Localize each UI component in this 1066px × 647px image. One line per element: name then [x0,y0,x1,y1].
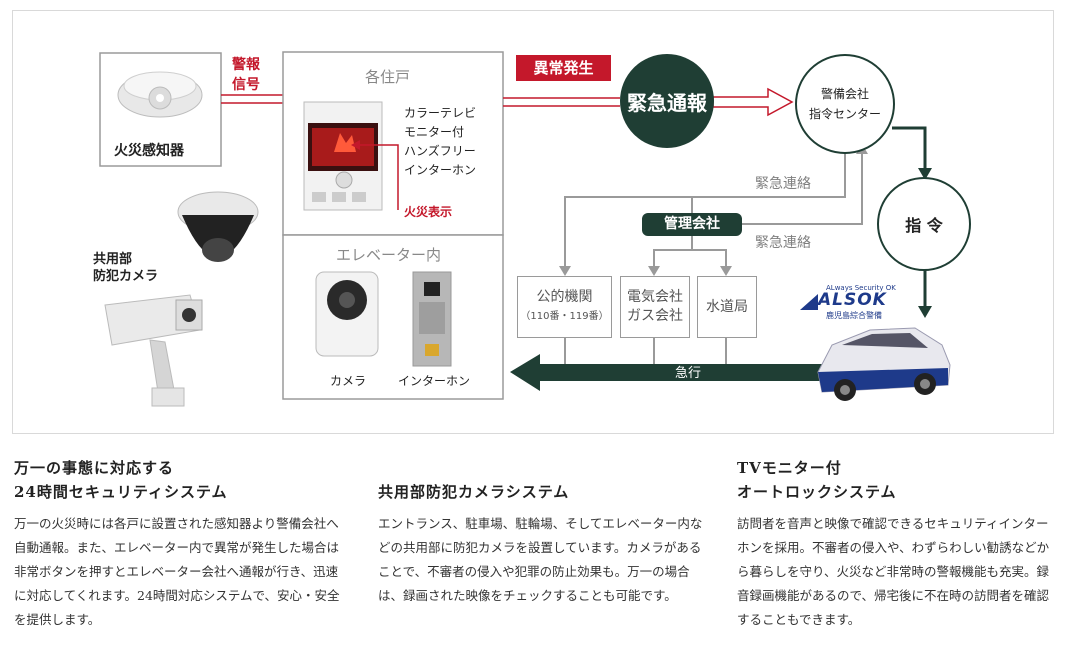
utility-label-1: 電気会社 [627,289,683,305]
rush-arrow [510,354,830,391]
emergency-contact-line-1 [564,145,846,271]
water-arrowhead [720,266,732,276]
fire-detector-label: 火災感知器 [114,143,184,159]
intercom-monitor-icon [303,101,383,211]
camera-label: カメラ [330,374,367,388]
section-3-title-line-2: オートロックシステム [737,483,897,501]
water-box: 水道局 [697,276,757,338]
management-company-pill: 管理会社 [642,213,742,236]
emergency-contact-label-1: 緊急連絡 [755,176,811,192]
utility-arrowhead [648,266,660,276]
fire-display-label: 火災表示 [404,205,453,219]
public-agency-box: 公的機関 （110番・119番） [517,276,612,338]
emergency-contact-label-2: 緊急連絡 [755,235,811,251]
elevator-intercom-icon [412,271,452,367]
intercom-desc-line-1: カラーテレビ [404,106,477,120]
management-branch-line [653,249,727,271]
each-unit-title: 各住戸 [365,68,411,86]
security-car-icon [817,327,951,401]
public-agency-arrowhead [559,266,571,276]
intercom-description: カラーテレビ モニター付 ハンズフリー インターホン [404,104,476,180]
section-1-title-line-1: 万一の事態に対応する [14,459,175,477]
dome-camera-icon [177,191,259,262]
emergency-report-circle: 緊急通報 [620,54,714,148]
intercom-desc-line-2: モニター付 [404,125,465,139]
water-label: 水道局 [706,298,748,315]
alarm-signal-label-1: 警報 [232,57,260,73]
section-3-title-line-1: TVモニター付 [737,459,842,477]
command-label: 指 令 [905,216,943,235]
alsok-tagline: ALways Security OK [826,284,896,292]
section-auto-lock: TVモニター付 オートロックシステム 訪問者を音声と映像で確認できるセキュリティ… [737,456,1055,632]
intercom-label: インターホン [398,374,471,388]
smoke-detector-icon [117,71,203,118]
security-center-label-2: 指令センター [808,107,881,121]
utility-label-2: ガス会社 [627,308,683,324]
common-camera-label-1: 共用部 [93,252,133,267]
alsok-logo: ALSOK [800,290,887,310]
center-to-command-arrowhead [918,168,932,180]
elevator-title: エレベーター内 [336,246,442,264]
section-1-title-line-2: 24時間セキュリティシステム [14,483,228,501]
alsok-company: 鹿児島綜合警備 [826,311,882,320]
alsok-logo-text: ALSOK [818,290,887,310]
section-camera-system: 共用部防犯カメラシステム エントランス、駐車場、駐輪場、そしてエレベーター内など… [378,456,708,608]
fire-display-arrowhead [351,140,360,150]
section-2-body: エントランス、駐車場、駐輪場、そしてエレベーター内などの共用部に防犯カメラを設置… [378,516,703,603]
public-agency-label: 公的機関 [536,289,593,305]
intercom-desc-line-3: ハンズフリー [404,144,476,158]
section-24h-security: 万一の事態に対応する 24時間セキュリティシステム 万一の火災時には各戸に設置さ… [14,456,349,632]
center-to-command-line [892,126,927,172]
utility-box: 電気会社 ガス会社 [620,276,690,338]
command-to-car-arrowhead [918,306,932,318]
rush-label: 急行 [675,366,702,381]
section-1-body: 万一の火災時には各戸に設置された感知器より警備会社へ自動通報。また、エレベーター… [14,516,340,627]
common-camera-label-2: 防犯カメラ [93,269,159,284]
section-3-body: 訪問者を音声と映像で確認できるセキュリティインターホンを採用。不審者の侵入や、わ… [737,516,1050,627]
report-to-center-arrow [712,87,794,117]
alarm-signal-label-2: 信号 [232,77,260,93]
alsok-mark-icon [800,294,818,310]
command-circle: 指 令 [877,177,971,271]
abnormal-tag: 異常発生 [516,55,611,81]
section-2-title-line-1 [378,456,708,480]
security-center-label-1: 警備会社 [820,87,869,101]
fire-display-pointer [358,144,399,210]
security-center-circle: 警備会社 指令センター [795,54,895,154]
box-camera-icon [104,294,203,407]
public-agency-sub-label: （110番・119番） [520,311,609,322]
emergency-contact-line-2 [742,150,863,225]
intercom-desc-line-4: インターホン [404,163,477,177]
elevator-camera-icon [315,271,379,357]
section-2-title-line-2: 共用部防犯カメラシステム [378,483,570,501]
